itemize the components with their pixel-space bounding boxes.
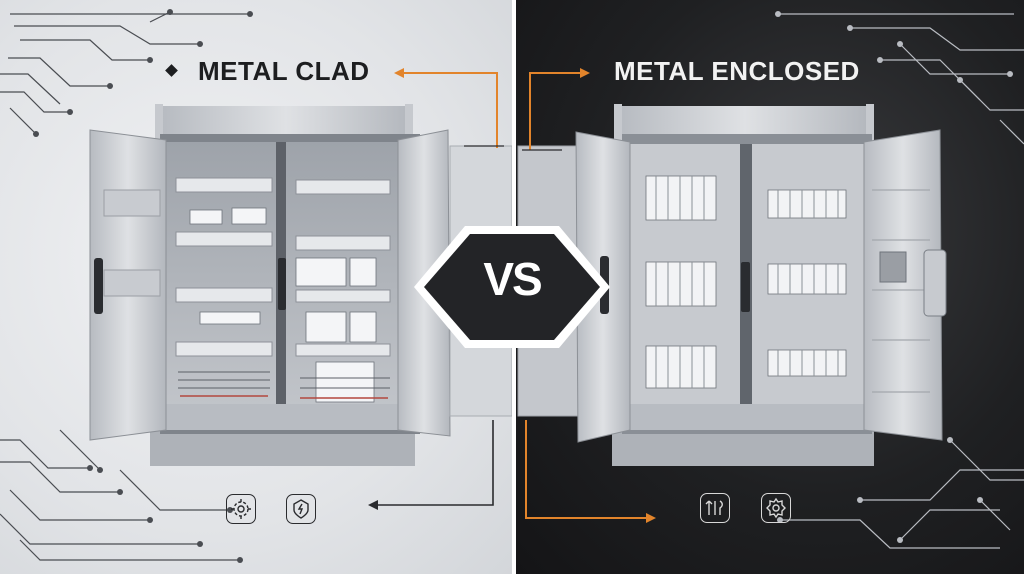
tools-icon [700, 493, 730, 523]
metal-enclosed-cabinet [517, 104, 947, 466]
metal-clad-title: METAL CLAD [198, 56, 370, 86]
metal-enclosed-title: METAL ENCLOSED [614, 56, 860, 86]
circuit-traces-left [0, 11, 250, 561]
arrow-right-top [529, 72, 580, 150]
vs-label: VS [483, 253, 542, 305]
circuit-traces-right [778, 13, 1024, 549]
arrow-left-bottom [376, 420, 494, 506]
arrow-right-bottom [525, 420, 646, 519]
gear-cog-icon [226, 494, 256, 524]
circuit-nodes-left [33, 9, 253, 563]
shield-bolt-icon [286, 494, 316, 524]
gear-icon [761, 493, 791, 523]
circuit-nodes-right [775, 11, 1013, 543]
arrow-left-top [400, 72, 498, 148]
